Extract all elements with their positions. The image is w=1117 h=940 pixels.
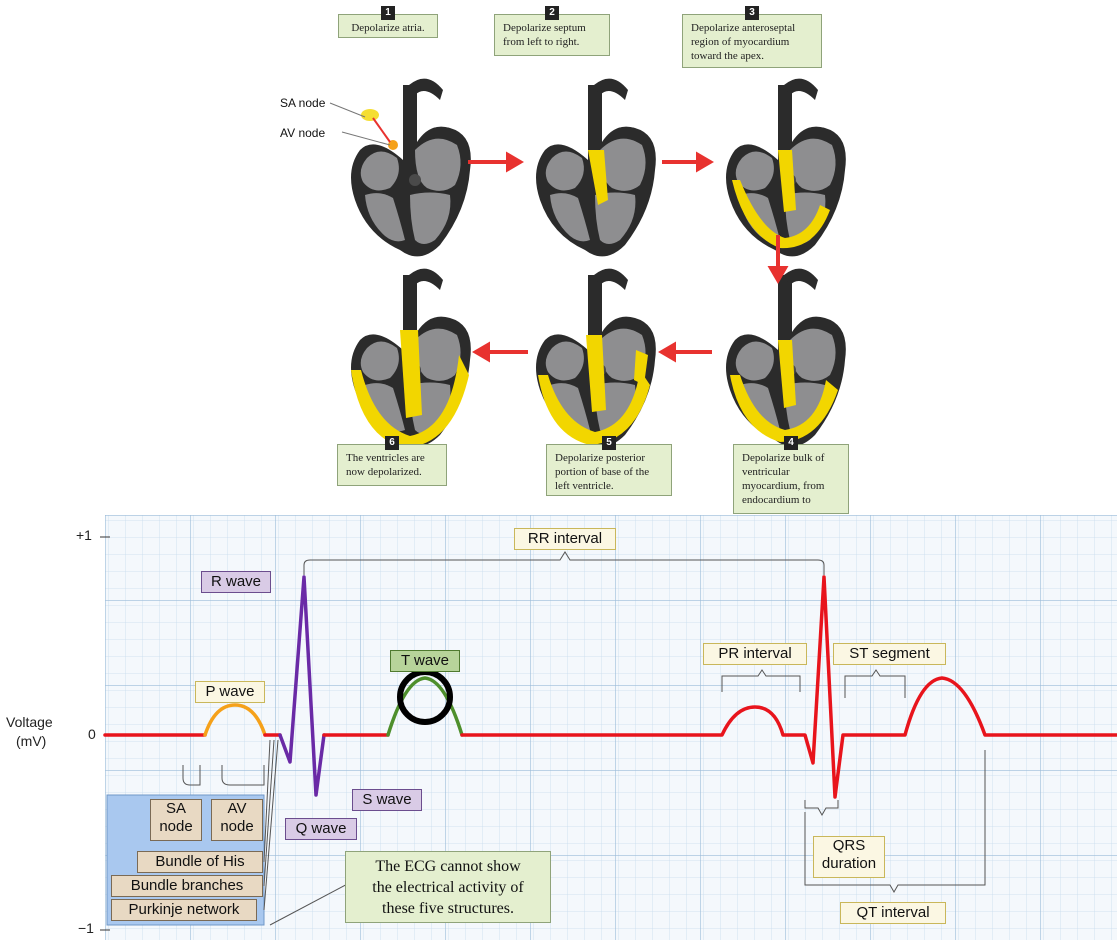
y-axis-label-line-2: (mV) bbox=[16, 733, 47, 749]
qrs-duration-label: QRS duration bbox=[813, 836, 885, 878]
step-6-box: 6 The ventricles are now depolarized. bbox=[337, 436, 447, 486]
y-tick-plus-1: +1 bbox=[76, 527, 92, 543]
r-wave-label: R wave bbox=[201, 571, 271, 593]
sequence-arrows bbox=[468, 151, 789, 363]
step-5-number: 5 bbox=[602, 436, 616, 450]
t-wave-circle bbox=[397, 669, 453, 725]
av-node-label: AV node bbox=[280, 126, 326, 140]
heart-step-4 bbox=[726, 268, 846, 447]
heart-step-3 bbox=[726, 78, 846, 257]
step-1-number: 1 bbox=[381, 6, 395, 20]
step-1-text: Depolarize atria. bbox=[351, 22, 425, 34]
heart-step-5 bbox=[536, 268, 656, 447]
step-6-text: The ventricles are now depolarized. bbox=[346, 452, 425, 478]
qt-interval-label: QT interval bbox=[840, 902, 946, 924]
step-4-box: 4 Depolarize bulk of ventricular myocard… bbox=[733, 436, 849, 514]
note-line-1: The ECG cannot show bbox=[375, 858, 521, 875]
av-box-line-2: node bbox=[220, 818, 254, 835]
heart-step-2 bbox=[536, 78, 656, 257]
heart-step-1 bbox=[351, 78, 471, 257]
sa-box-line-2: node bbox=[159, 818, 193, 835]
ecg-trace bbox=[103, 575, 1117, 799]
ecg-panel bbox=[100, 515, 1117, 940]
step-5-text: Depolarize posterior portion of base of … bbox=[555, 452, 650, 492]
step-1-box: 1 Depolarize atria. bbox=[338, 6, 438, 38]
y-tick-minus-1: −1 bbox=[78, 920, 94, 936]
st-segment-label: ST segment bbox=[833, 643, 946, 665]
interval-brackets bbox=[182, 551, 986, 894]
heart-sequence-illustration bbox=[329, 78, 846, 448]
pr-interval-label: PR interval bbox=[703, 643, 807, 665]
step-2-number: 2 bbox=[545, 6, 559, 20]
q-wave-label: Q wave bbox=[285, 818, 357, 840]
step-5-box: 5 Depolarize posterior portion of base o… bbox=[546, 436, 672, 496]
bundle-branches-box: Bundle branches bbox=[111, 875, 263, 897]
step-3-box: 3 Depolarize anteroseptal region of myoc… bbox=[682, 6, 822, 68]
rr-interval-label: RR interval bbox=[514, 528, 616, 550]
qrs-label-line-1: QRS bbox=[832, 837, 866, 854]
qrs-label-line-2: duration bbox=[821, 855, 877, 872]
heart-step-6 bbox=[351, 268, 471, 448]
step-2-box: 2 Depolarize septum from left to right. bbox=[494, 6, 610, 56]
sa-node-box: SA node bbox=[150, 799, 202, 841]
sa-box-line-1: SA bbox=[165, 800, 186, 817]
y-axis-label-line-1: Voltage bbox=[6, 714, 53, 730]
qrs-trace bbox=[278, 575, 326, 797]
structure-pointer-lines bbox=[263, 739, 356, 926]
s-wave-label: S wave bbox=[352, 789, 422, 811]
p-wave-label: P wave bbox=[195, 681, 265, 703]
step-6-number: 6 bbox=[385, 436, 399, 450]
ecg-limitation-note: The ECG cannot show the electrical activ… bbox=[345, 851, 551, 923]
purkinje-network-box: Purkinje network bbox=[111, 899, 257, 921]
step-3-number: 3 bbox=[745, 6, 759, 20]
step-2-text: Depolarize septum from left to right. bbox=[503, 22, 586, 48]
t-wave-label: T wave bbox=[390, 650, 460, 672]
av-node-box: AV node bbox=[211, 799, 263, 841]
bundle-of-his-box: Bundle of His bbox=[137, 851, 263, 873]
note-line-2: the electrical activity of bbox=[372, 879, 524, 896]
y-tick-0: 0 bbox=[88, 726, 96, 742]
step-4-text: Depolarize bulk of ventricular myocardiu… bbox=[742, 452, 825, 506]
note-line-3: these five structures. bbox=[382, 900, 514, 917]
step-3-text: Depolarize anteroseptal region of myocar… bbox=[691, 22, 796, 62]
av-box-line-1: AV bbox=[227, 800, 247, 817]
sa-node-label: SA node bbox=[280, 96, 326, 110]
step-4-number: 4 bbox=[784, 436, 798, 450]
t-wave-trace bbox=[386, 676, 464, 737]
p-wave-trace bbox=[203, 703, 267, 737]
